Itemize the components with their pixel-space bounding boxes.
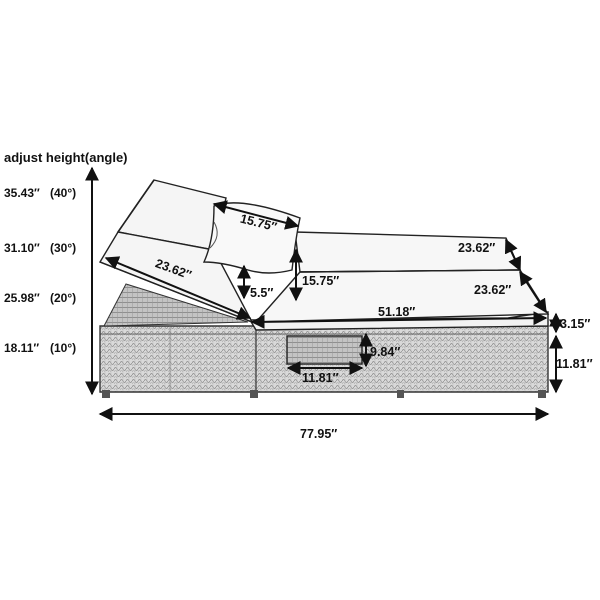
cushion-thickness-label: 3.15′′ — [560, 317, 590, 331]
foot-right — [397, 390, 404, 398]
seat-length-arrow — [250, 311, 548, 329]
foot-mid — [250, 390, 258, 398]
angle-option-40: (40°) — [50, 186, 76, 200]
handle-opening — [286, 335, 363, 365]
total-length-label: 77.95′′ — [300, 427, 337, 441]
angle-option-10: (10°) — [50, 341, 76, 355]
adjust-height-title: adjust height(angle) — [4, 150, 128, 165]
height-option-30: 31.10′′ — [4, 241, 40, 255]
foot-far — [538, 390, 546, 398]
pillow-thickness-label: 5.5′′ — [250, 286, 273, 300]
dimension-lines — [85, 166, 563, 421]
cushion-width-mid-arrow — [519, 270, 547, 314]
backrest-length-arrow — [104, 256, 252, 320]
foot-left — [102, 390, 110, 398]
pillow-height-label: 15.75′′ — [302, 274, 339, 288]
pillow-width-arrow — [212, 200, 300, 230]
height-options: 35.43′′ (40°) 31.10′′ (30°) 25.98′′ (20°… — [4, 186, 76, 355]
seat-length-label: 51.18′′ — [378, 305, 415, 319]
height-option-40: 35.43′′ — [4, 186, 40, 200]
handle-width-label: 11.81′′ — [302, 371, 339, 385]
cushion-width-mid-label: 23.62′′ — [474, 283, 511, 297]
handle-height-label: 9.84′′ — [370, 345, 400, 359]
frame-height-label: 11.81′′ — [556, 357, 593, 371]
height-option-20: 25.98′′ — [4, 291, 40, 305]
cushion-width-top-arrow — [504, 238, 522, 272]
cushion-width-top-label: 23.62′′ — [458, 241, 495, 255]
height-option-10: 18.11′′ — [4, 341, 39, 355]
angle-option-20: (20°) — [50, 291, 76, 305]
angle-option-30: (30°) — [50, 241, 76, 255]
